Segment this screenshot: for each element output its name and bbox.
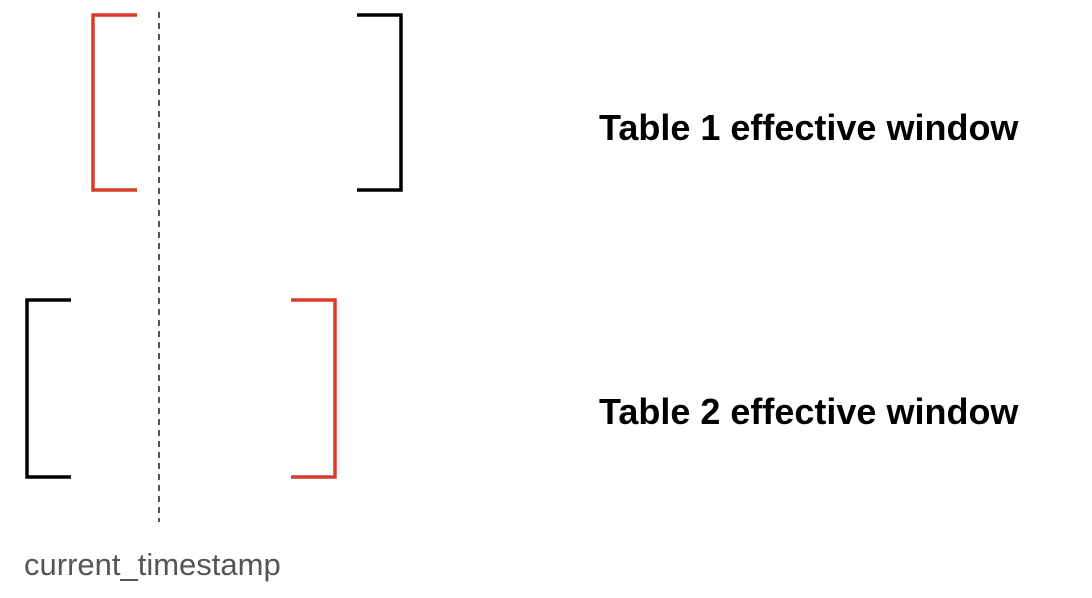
table-2-window-end-bracket <box>291 298 337 479</box>
current-timestamp-label: current_timestamp <box>24 547 281 582</box>
table-1-window-start-bracket <box>91 13 137 192</box>
table-2-window-label: Table 2 effective window <box>599 391 1019 432</box>
table-1-window-end-bracket <box>357 13 403 192</box>
table-2-window-start-bracket <box>25 298 71 479</box>
table-1-window-label: Table 1 effective window <box>599 107 1019 148</box>
